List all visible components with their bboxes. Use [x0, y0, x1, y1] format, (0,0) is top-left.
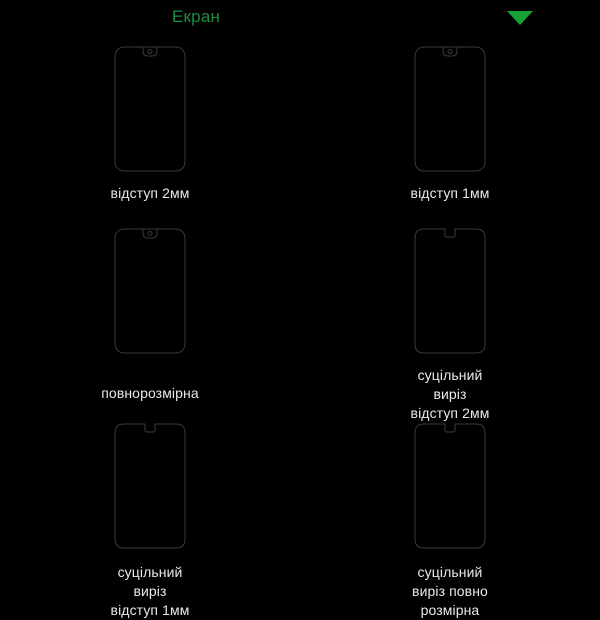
variant-grid: відступ 2мм відступ 1мм по — [0, 38, 600, 618]
variant-label: відступ 2мм — [110, 185, 190, 201]
variant-option-full-size[interactable]: повнорозмірна — [0, 206, 300, 401]
chevron-down-icon[interactable] — [505, 9, 535, 27]
variant-label: відступ 1мм — [410, 185, 490, 201]
variant-option-solid-cutout-margin-2mm[interactable]: суцільний виріз відступ 2мм — [300, 206, 600, 421]
variant-option-punch-hole-margin-2mm[interactable]: відступ 2мм — [0, 38, 300, 206]
header-bar: Екран — [0, 0, 600, 38]
phone-outline-punch-hole — [114, 228, 186, 354]
phone-outline-punch-hole — [414, 46, 486, 172]
phone-outline-punch-hole — [114, 46, 186, 172]
variant-option-solid-cutout-margin-1mm[interactable]: суцільний виріз відступ 1мм — [0, 398, 300, 618]
phone-outline-notch — [414, 228, 486, 354]
variant-option-punch-hole-margin-1mm[interactable]: відступ 1мм — [300, 38, 600, 206]
variant-label: суцільний виріз відступ 2мм — [410, 367, 490, 421]
phone-outline-notch — [414, 423, 486, 549]
page-title: Екран — [172, 7, 221, 26]
variant-option-solid-cutout-full-size[interactable]: суцільний виріз повно розмірна — [300, 398, 600, 618]
variant-label: повнорозмірна — [101, 385, 199, 401]
phone-outline-notch — [114, 423, 186, 549]
variant-label: суцільний виріз повно розмірна — [412, 564, 488, 618]
variant-label: суцільний виріз відступ 1мм — [110, 564, 190, 618]
